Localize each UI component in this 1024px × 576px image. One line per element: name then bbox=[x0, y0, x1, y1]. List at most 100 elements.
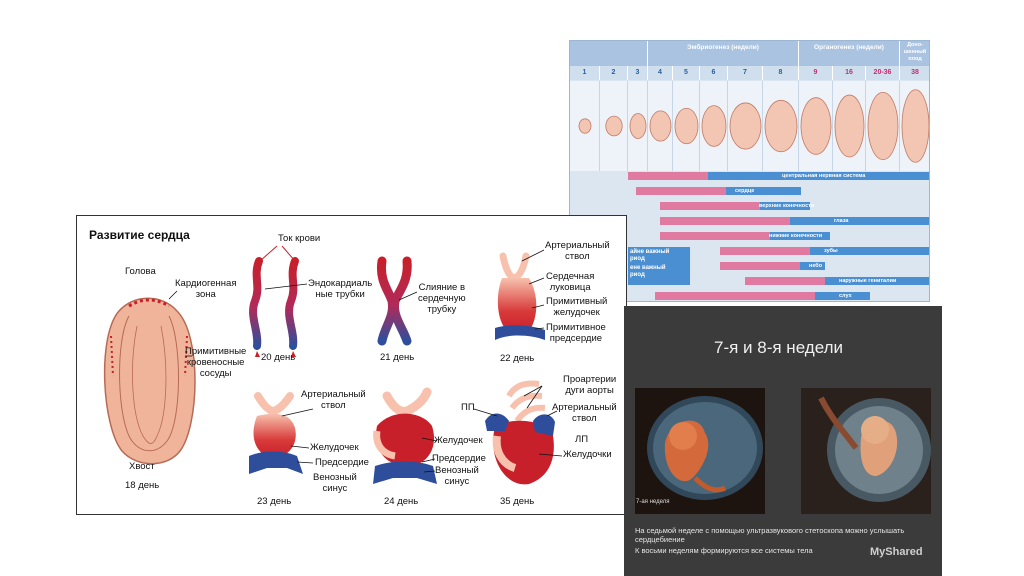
embryo-stage-cell bbox=[833, 81, 866, 171]
critical-legend-text: айне важный риод bbox=[630, 249, 670, 262]
caption-systems: К восьми неделям формируются все системы… bbox=[635, 546, 813, 555]
week-cell: 4 bbox=[648, 66, 673, 80]
heart-development-panel: Развитие сердца bbox=[76, 215, 627, 515]
week-cell: 7 bbox=[728, 66, 763, 80]
embryo-stage-cell bbox=[763, 81, 799, 171]
label-head: Голова bbox=[125, 266, 156, 277]
label-atrium-23: Предсердие bbox=[315, 457, 369, 468]
label-blood-flow: Ток крови bbox=[278, 233, 321, 244]
label-ventricle-24: Желудочек bbox=[434, 435, 483, 446]
weeks-title: 7-я и 8-я недели bbox=[714, 338, 844, 357]
heart-day35 bbox=[473, 380, 563, 485]
caption-heartbeat: На седьмой неделе с помощью ультразвуков… bbox=[635, 526, 905, 544]
embryo-stage-cell bbox=[866, 81, 900, 171]
embryo-stage-icon bbox=[901, 89, 929, 163]
critical-legend: айне важный риод ене важный риод bbox=[628, 247, 690, 285]
embryo-stage-cell bbox=[600, 81, 628, 171]
header-organogenesis: Органогенез (недели) bbox=[799, 41, 900, 66]
label-fusion: Слияние в сердечную трубку bbox=[418, 282, 466, 315]
heart-day24 bbox=[373, 387, 438, 484]
development-table: Эмбриогенез (недели) Органогенез (недели… bbox=[569, 40, 930, 302]
embryo-photo-7-week bbox=[635, 388, 765, 514]
heart-title: Развитие сердца bbox=[89, 228, 190, 242]
embryo-stage-cell bbox=[900, 81, 929, 171]
embryo-stage-icon bbox=[649, 110, 672, 142]
bar-hearing: слух bbox=[655, 292, 929, 300]
label-day35: 35 день bbox=[500, 496, 535, 507]
label-day24: 24 день bbox=[384, 496, 419, 507]
bar-teeth: зубы bbox=[720, 247, 929, 255]
label-day21: 21 день bbox=[380, 352, 415, 363]
heart-day22 bbox=[495, 249, 545, 340]
week-cell: 1 bbox=[570, 66, 600, 80]
label-primitive-vessels: Примитивные кровеносные сосуды bbox=[185, 346, 247, 379]
bar-genitals: наружные гениталии bbox=[745, 277, 929, 285]
embryo-stage-icon bbox=[578, 118, 592, 134]
label-day23: 23 день bbox=[257, 496, 292, 507]
myshared-watermark: MyShared bbox=[870, 546, 923, 558]
label-lp: ЛП bbox=[575, 434, 589, 445]
label-endocardial: Эндокардиаль ные трубки bbox=[308, 278, 373, 300]
label-tail: Хвост bbox=[129, 461, 155, 472]
embryo-stage-icon bbox=[729, 102, 762, 150]
week-cell: 5 bbox=[673, 66, 700, 80]
embryo-stage-icon bbox=[701, 105, 727, 147]
week-cell: 8 bbox=[763, 66, 799, 80]
embryo-stage-icon bbox=[800, 97, 832, 155]
tubes-day21 bbox=[376, 256, 418, 346]
week-label: 7-ая неделя bbox=[636, 499, 670, 505]
label-bulb: Сердечная луковица bbox=[546, 271, 595, 293]
label-ventricles: Желудочки bbox=[563, 449, 612, 460]
header-term: Доно-шенный плод bbox=[900, 41, 929, 66]
embryo-disc bbox=[103, 290, 196, 465]
tubes-day20 bbox=[249, 245, 308, 357]
label-venous-24: Венозный синус bbox=[435, 465, 479, 487]
embryo-stage-cell bbox=[570, 81, 600, 171]
embryo-stage-cell bbox=[728, 81, 763, 171]
embryo-stage-cell bbox=[628, 81, 648, 171]
embryo-stage-icon bbox=[605, 115, 623, 137]
label-arterial-trunk-23: Артериальный ствол bbox=[301, 389, 366, 411]
heart-day23 bbox=[249, 392, 314, 474]
week-cell: 2 bbox=[600, 66, 628, 80]
label-arterial-trunk-35: Артериальный ствол bbox=[552, 402, 617, 424]
header-embryogenesis: Эмбриогенез (недели) bbox=[648, 41, 799, 66]
embryo-stage-icon bbox=[629, 113, 647, 139]
bar-cns: центральная нервная система bbox=[628, 172, 929, 180]
embryo-stage-icon bbox=[867, 92, 899, 160]
bar-lower-limbs: нижние конечности bbox=[660, 232, 929, 240]
critical-legend-text-2: ене важный риод bbox=[630, 265, 666, 278]
embryo-stage-cell bbox=[648, 81, 673, 171]
week-cell: 16 bbox=[833, 66, 866, 80]
bar-eyes: глаза bbox=[660, 217, 929, 225]
week-cell: 6 bbox=[700, 66, 728, 80]
label-day22: 22 день bbox=[500, 353, 535, 364]
week-cell: 3 bbox=[628, 66, 648, 80]
bar-upper-limbs: верхние конечности bbox=[660, 202, 929, 210]
table-corner bbox=[570, 41, 648, 66]
label-cardiogenic-zone: Кардиогенная зона bbox=[175, 278, 237, 300]
label-ventricle-23: Желудочек bbox=[310, 442, 359, 453]
label-prim-ventricle: Примитивный желудочек bbox=[546, 296, 608, 318]
embryo-stage-icon bbox=[764, 99, 798, 153]
embryo-stage-icon bbox=[674, 107, 699, 145]
embryo-stage-icon bbox=[834, 94, 865, 158]
heart-illustrations bbox=[103, 245, 563, 485]
embryo-stage-cell bbox=[673, 81, 700, 171]
weeks-panel: 7-я и 8-я недели 7-ая неделя На седьмой … bbox=[624, 306, 942, 576]
week-cell: 38 bbox=[900, 66, 929, 80]
label-atrium-24: Предсердие bbox=[432, 453, 486, 464]
label-prim-atrium: Примитивное предсердие bbox=[546, 322, 606, 344]
label-arterial-trunk-22: Артериальный ствол bbox=[545, 240, 610, 262]
embryo-stage-cell bbox=[799, 81, 833, 171]
week-cell: 20-36 bbox=[866, 66, 900, 80]
embryo-photo-8-week bbox=[801, 388, 931, 514]
label-day18: 18 день bbox=[125, 480, 160, 491]
label-day20: 20 день bbox=[261, 352, 296, 363]
label-proarteries: Проартерии дуги аорты bbox=[563, 374, 617, 396]
week-cell: 9 bbox=[799, 66, 833, 80]
bar-palate: небо bbox=[720, 262, 929, 270]
bar-heart: сердце bbox=[636, 187, 929, 195]
embryo-stage-cell bbox=[700, 81, 728, 171]
label-venous-23: Венозный синус bbox=[313, 472, 357, 494]
